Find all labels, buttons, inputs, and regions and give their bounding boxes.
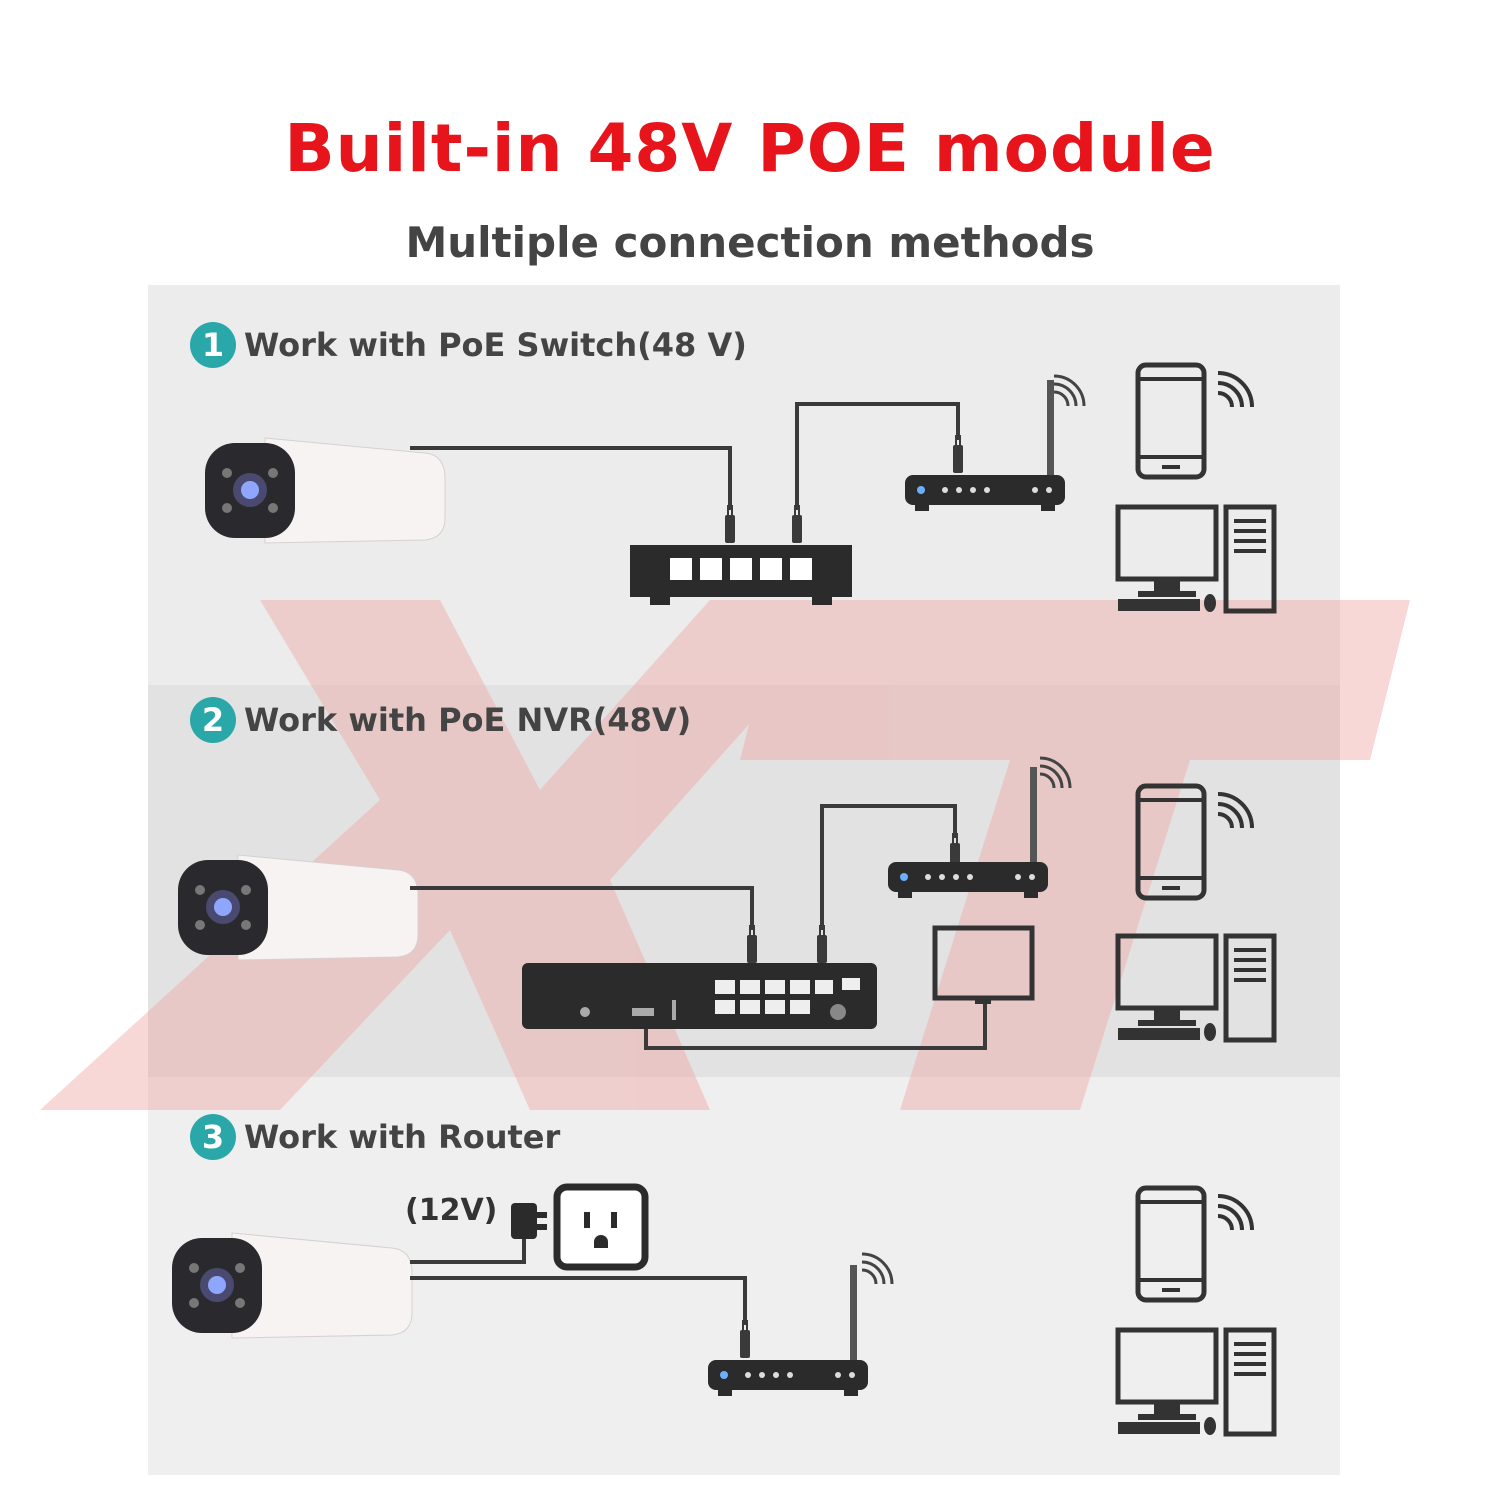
power-adapter-icon [410,1203,547,1264]
watermark-logo [40,600,1410,1110]
wifi-icon [860,1252,894,1286]
section-3-label: Work with Router [244,1118,561,1156]
router-icon [905,380,1065,511]
phone-icon [1138,1188,1252,1300]
section-2-label: Work with PoE NVR(48V) [244,701,692,739]
wall-outlet-icon [553,1183,649,1271]
monitor-icon [932,925,1035,1004]
power-voltage-label: (12V) [405,1193,498,1228]
computer-icon [1118,507,1274,612]
page-title: Built-in 48V POE module [284,110,1216,187]
section-1-label: Work with PoE Switch(48 V) [244,326,747,364]
step-badge-2: 2 [190,697,236,743]
wifi-icon [1052,374,1086,408]
phone-icon [1138,786,1252,898]
camera-icon [204,437,446,544]
step-badge-3: 3 [190,1114,236,1160]
camera-icon [177,854,419,961]
router-icon [888,767,1048,898]
camera-icon [171,1232,413,1339]
section-1-header: 1 Work with PoE Switch(48 V) [190,322,747,368]
step-badge-1: 1 [190,322,236,368]
section-3-header: 3 Work with Router [190,1114,560,1160]
poe-switch-icon [630,545,852,605]
computer-icon [1118,1330,1274,1435]
router-icon [708,1265,868,1396]
computer-icon [1118,936,1274,1041]
section-2-header: 2 Work with PoE NVR(48V) [190,697,691,743]
phone-icon [1138,365,1252,477]
nvr-icon [522,963,877,1029]
page-subtitle: Multiple connection methods [405,218,1095,267]
wifi-icon [1038,756,1072,790]
